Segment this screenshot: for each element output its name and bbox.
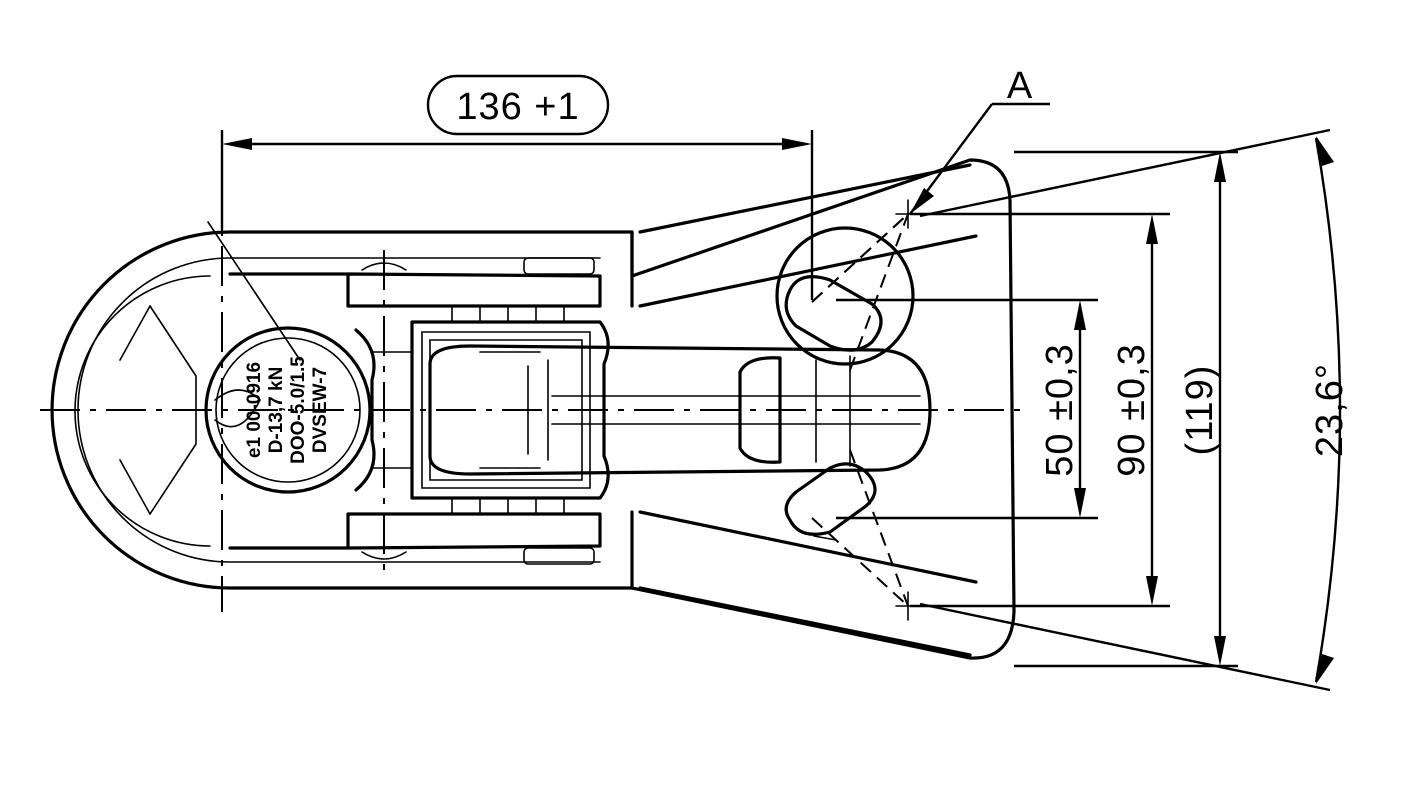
coupling-body-outline — [50, 158, 1016, 660]
dimension-119-label: (119) — [1179, 365, 1221, 456]
dimension-136: 136 +1 — [220, 74, 814, 300]
detail-a-label: A — [1007, 65, 1033, 107]
detail-a-leader: A — [909, 65, 1050, 215]
dimension-angle-label: 23,6° — [1309, 363, 1351, 457]
center-lines — [40, 180, 1030, 621]
plate-marking-line3: DOO-5.0/1.5 — [288, 356, 309, 464]
dimension-119: (119) — [1014, 150, 1238, 668]
dimension-136-label: 136 +1 — [456, 86, 579, 128]
dimension-90-label: 90 ±0,3 — [1111, 343, 1153, 477]
dimension-90: 90 ±0,3 — [910, 212, 1170, 608]
dimension-angle: 23,6° — [919, 128, 1351, 692]
jaw-holes — [775, 226, 915, 541]
dimension-50-label: 50 ±0,3 — [1039, 343, 1081, 477]
lock-housing — [346, 257, 610, 565]
dimension-50: 50 ±0,3 — [836, 298, 1098, 520]
